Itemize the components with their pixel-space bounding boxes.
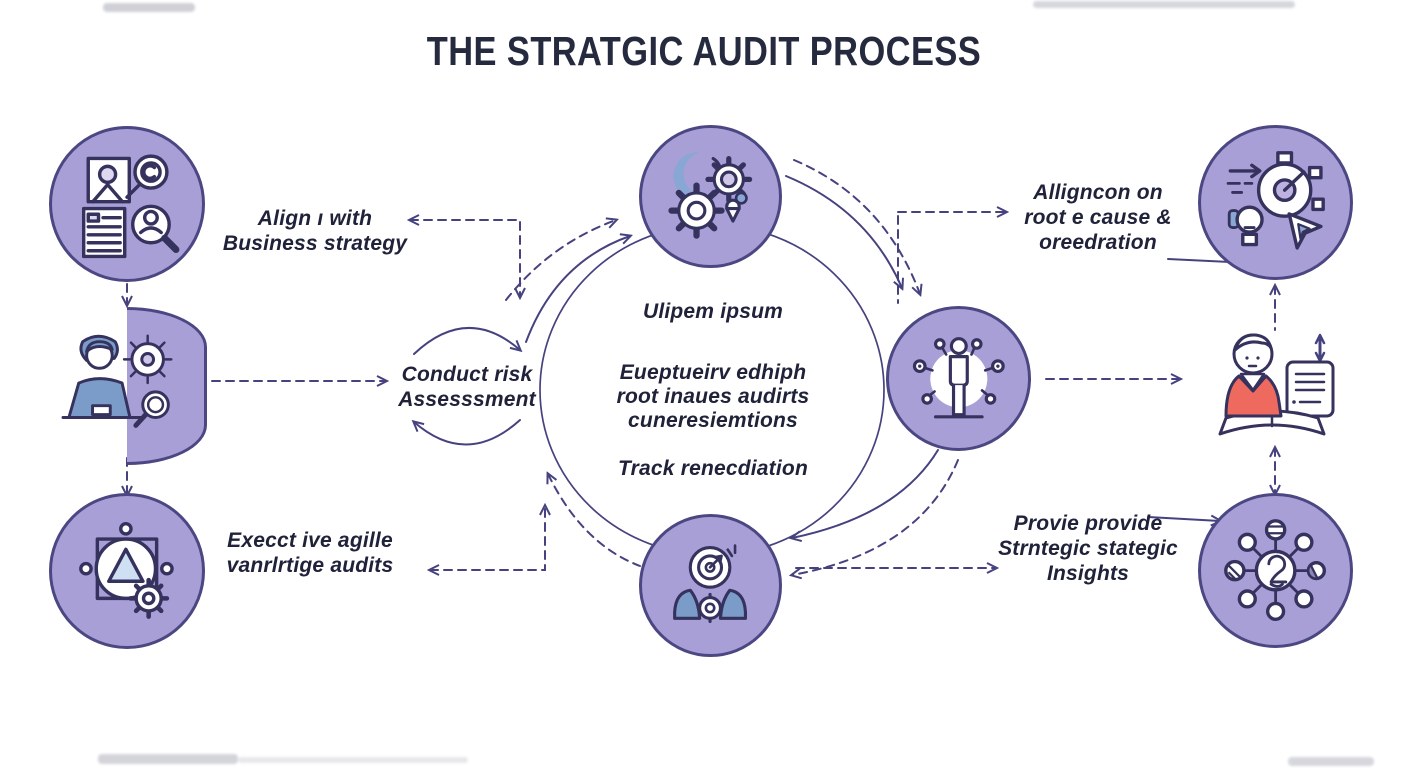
arrow-execute-elbow (430, 506, 545, 570)
arrow-dashed-top-to-right (793, 159, 920, 294)
label-line: Assesssment (398, 388, 536, 411)
label-line: Strntegic stategic (998, 537, 1178, 560)
arrow-to-bottomright-circle (1147, 517, 1220, 521)
label-line: Execct ive agille (227, 529, 393, 552)
label-line: Alligncon on (1033, 181, 1163, 204)
stopwatch-lightbulb-cursor-icon (1226, 150, 1325, 250)
hub-spoke-icon (1223, 518, 1326, 621)
arrow-dashed-right-to-bottom (792, 459, 959, 575)
page-title: THE STRATGIC AUDIT PROCESS (426, 28, 982, 74)
label-line: Provie provide (1013, 512, 1163, 535)
person-network-icon (912, 336, 1005, 419)
node-process-config (49, 493, 205, 649)
node-gears-analysis (639, 125, 782, 268)
gears-icon (668, 152, 753, 240)
edge-artifact (1288, 757, 1374, 766)
risk-cycle-arrow-top (413, 327, 520, 355)
arrow-dashed-risk-to-top (505, 220, 616, 301)
label-line: root e cause & (1024, 206, 1172, 229)
label-line: Insights (1046, 562, 1130, 585)
label-line: Business strategy (222, 232, 408, 255)
team-target-icon (673, 544, 748, 624)
edge-artifact (1033, 1, 1295, 8)
arrow-top-to-right (785, 175, 902, 288)
arrow-risk-to-top (525, 236, 630, 343)
node-stakeholder-network (886, 306, 1031, 451)
node-team-target (639, 514, 782, 657)
label-line: Conduct risk (401, 363, 533, 386)
line-to-topright-circle (1167, 258, 1231, 263)
label-align-strategy: Align ı with Business strategy (175, 206, 455, 256)
edge-artifact (238, 757, 468, 763)
label-provide-insights: Provie provide Strntegic stategic Insigh… (968, 511, 1208, 586)
edge-artifact (103, 3, 195, 12)
label-line: Ulipem ipsum (642, 300, 784, 323)
label-line: Eueptueirv edhiph (619, 361, 807, 384)
label-execute-audits: Execct ive agille vanrlrtige audits (170, 528, 450, 578)
label-risk-assessment: Conduct risk Assesssment (357, 362, 577, 412)
edge-artifact (98, 754, 238, 764)
arrow-align-elbow (410, 220, 520, 297)
documents-research-icon (81, 154, 180, 259)
arrow-right-to-bottom (792, 449, 939, 538)
label-center-notes: Ulipem ipsum Eueptueirv edhiph root inau… (563, 300, 863, 481)
node-insights-hub (1198, 493, 1353, 648)
risk-cycle-arrow-bottom (414, 419, 521, 446)
shapes-gear-icon (79, 521, 174, 619)
label-line: vanrlrtige audits (226, 554, 394, 577)
label-line: oreedration (1039, 231, 1157, 254)
label-align-root-cause: Alligncon on root e cause & oreedration (978, 180, 1218, 255)
person-reading-icon (1218, 333, 1335, 436)
arrow-bottom-to-risk (548, 474, 641, 567)
analyst-at-desk-icon (61, 334, 173, 428)
label-line: Align ı with (257, 207, 373, 230)
node-performance-tracking (1198, 125, 1353, 280)
label-line: cuneresiemtions (628, 409, 798, 432)
label-line: root inaues audirts (616, 385, 810, 408)
node-audit-discovery (49, 126, 205, 282)
label-line: Track renecdiation (618, 457, 808, 480)
